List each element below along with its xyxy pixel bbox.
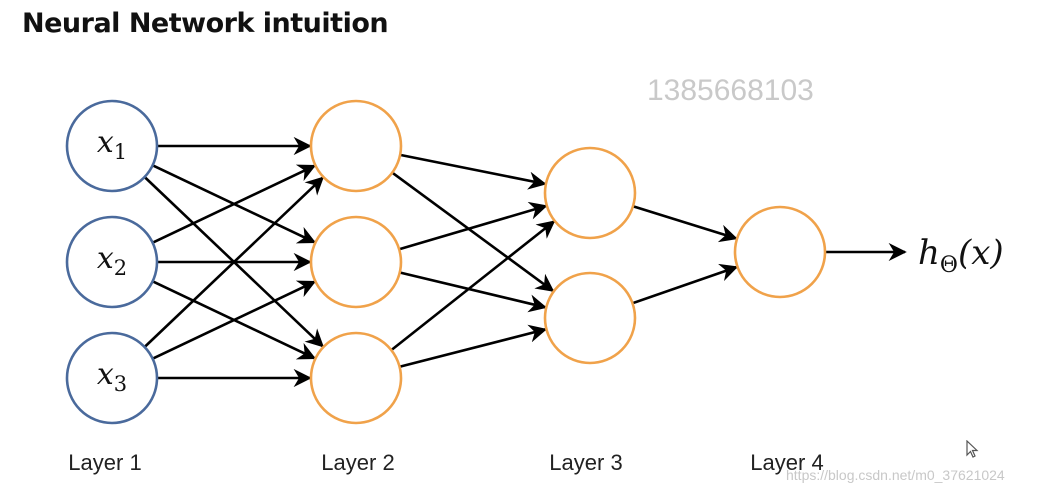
input-label-x1: x1 — [97, 125, 127, 164]
layer-1-label: Layer 1 — [68, 450, 142, 475]
node-layer1-2 — [65, 215, 159, 309]
layer-4-label: Layer 4 — [750, 450, 824, 475]
node-layer3-2 — [543, 271, 637, 365]
edge-l2n3-l3n1 — [390, 220, 556, 352]
input-label-x2: x2 — [97, 241, 127, 280]
number-watermark: 1385668103 — [647, 74, 814, 107]
node-layer1-3 — [65, 331, 159, 425]
node-layer2-1 — [309, 99, 403, 193]
node-layer3-1 — [543, 146, 637, 240]
url-watermark: https://blog.csdn.net/m0_37621024 — [786, 467, 1005, 483]
edge-l2n1-l3n1 — [399, 153, 547, 190]
edge-l2n2-l3n2 — [399, 271, 548, 313]
node-layer2-2 — [309, 215, 403, 309]
edges-group — [143, 136, 907, 388]
node-layer1-1 — [65, 99, 159, 193]
node-layer4-1 — [733, 205, 827, 299]
nodes-group — [65, 99, 827, 425]
layer-3-label: Layer 3 — [549, 450, 623, 475]
edge-l1n3-l2n1 — [143, 176, 325, 348]
edge-l3n2-l4n1 — [632, 263, 739, 305]
output-label: hΘ(x) — [918, 233, 1004, 278]
edge-l2n3-l3n2 — [399, 324, 548, 369]
node-layer2-3 — [309, 331, 403, 425]
edge-l1n2-l2n1 — [152, 164, 317, 244]
edge-l2n2-l3n1 — [398, 201, 548, 251]
layer-2-label: Layer 2 — [321, 450, 395, 475]
edge-l3n1-l4n1 — [632, 205, 738, 243]
diagram-title: Neural Network intuition — [22, 8, 389, 39]
mouse-cursor-icon — [966, 440, 979, 458]
input-label-x3: x3 — [97, 357, 127, 396]
edge-l1n3-l2n2 — [152, 280, 317, 360]
edge-l2n1-l3n2 — [391, 171, 555, 292]
